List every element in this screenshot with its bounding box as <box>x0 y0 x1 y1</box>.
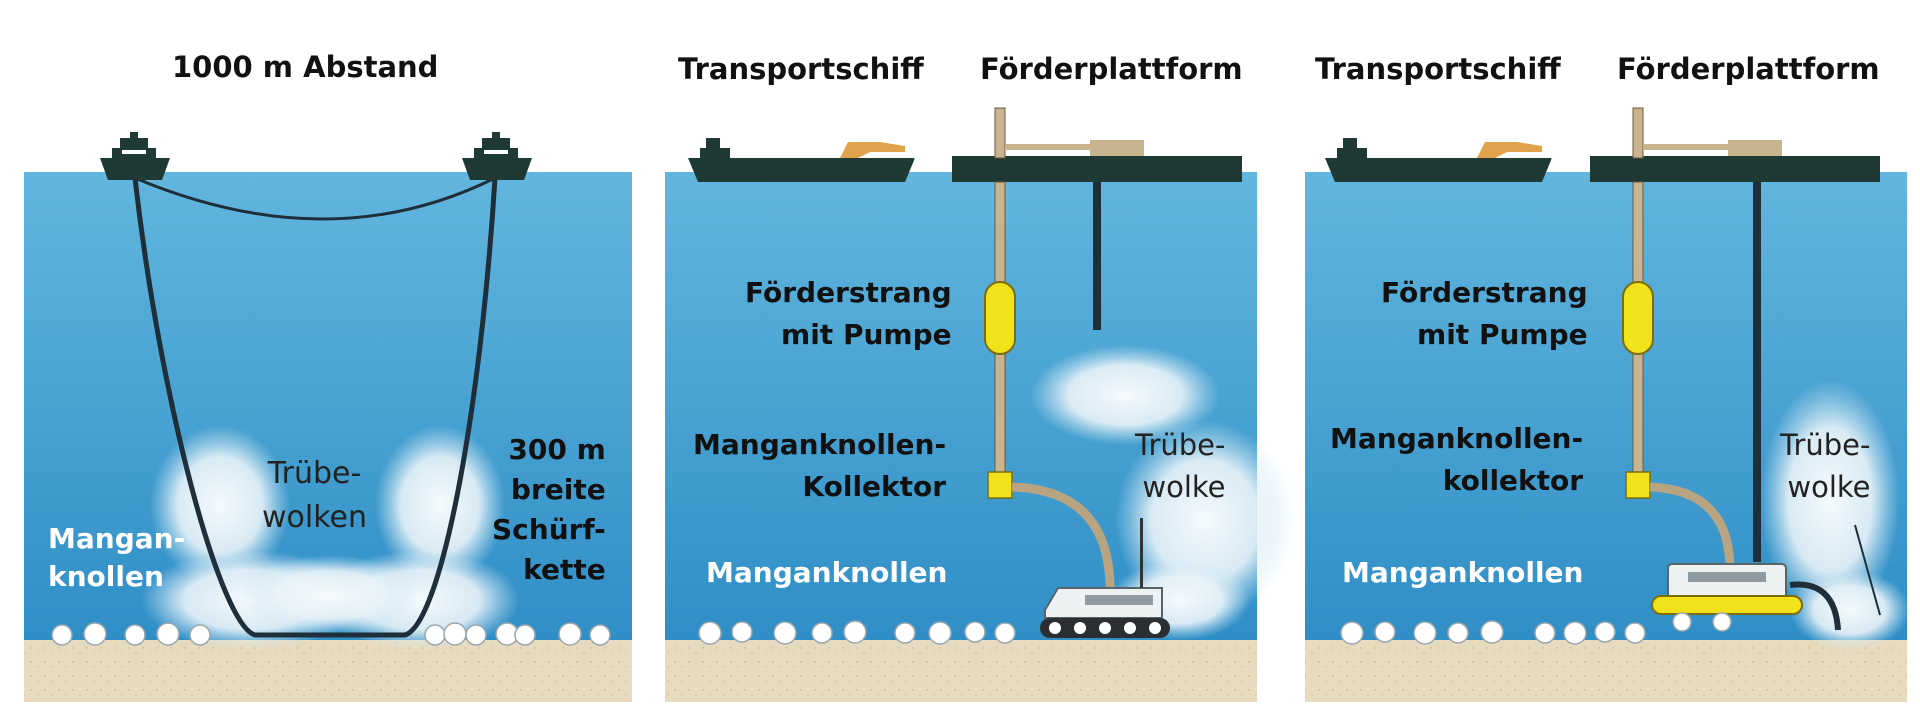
panel-2-seabed <box>665 640 1257 702</box>
panel-1-seabed <box>24 640 632 702</box>
panel-3-riser-label: Förderstrang mit Pumpe <box>1381 272 1588 356</box>
panel-3-collector <box>1651 524 1881 631</box>
panel-1-dredge-chain <box>132 177 498 638</box>
panel-1-cable-top <box>134 176 496 221</box>
panel-2-cloud-label-line-2: wolke <box>1142 470 1226 504</box>
panel-3-pump <box>1622 281 1654 355</box>
panel-3-transport-ship <box>1325 138 1593 182</box>
panel-1-nodules-label: Mangan- knollen <box>48 520 185 596</box>
panel-1-chain-label-line-1: 300 m <box>508 433 606 466</box>
panel-1-title: 1000 m Abstand <box>172 50 439 84</box>
panel-3-collector-label-line-1: Manganknollen- <box>1330 422 1584 455</box>
panel-2-riser-label: Förderstrang mit Pumpe <box>745 272 952 356</box>
panel-1-nodules <box>51 622 611 646</box>
panel-3-cloud-label: Trübe- wolke <box>1780 424 1870 508</box>
panel-2-riser-label-line-2: mit Pumpe <box>781 318 952 351</box>
panel-2-riser-label-line-1: Förderstrang <box>745 276 952 309</box>
panel-3-cloud-label-line-2: wolke <box>1787 470 1871 504</box>
panel-2-cloud-label: Trübe- wolke <box>1135 424 1225 508</box>
panel-2-ship-title: Transportschiff <box>678 52 924 86</box>
panel-3-collector-label-line-2: kollektor <box>1442 464 1584 497</box>
panel-3-nodules <box>1340 612 1732 645</box>
panel-2-collector-label-line-2: Kollektor <box>802 470 947 503</box>
panel-1-turbidity-clouds <box>140 425 520 650</box>
panel-3-ship-title: Transportschiff <box>1315 52 1561 86</box>
panel-2-collector-label-line-1: Manganknollen- <box>693 428 947 461</box>
panel-3-riser-label-line-2: mit Pumpe <box>1417 318 1588 351</box>
panel-2-hose <box>1011 482 1115 591</box>
panel-2-collector-head <box>987 471 1013 499</box>
panel-1-chain-label-line-2: breite <box>510 473 606 506</box>
panel-1-ship-right <box>462 132 532 180</box>
panel-3-platform <box>1590 107 1880 562</box>
panel-2-collector-label: Manganknollen- Kollektor <box>693 424 946 508</box>
panel-3-platform-title: Förderplattform <box>1617 52 1880 86</box>
panel-3-seabed <box>1305 640 1907 702</box>
panel-2-nodules <box>698 620 1016 645</box>
panel-2-transport-ship <box>688 138 956 182</box>
panel-3-hose <box>1649 482 1735 571</box>
panel-1-ship-left <box>100 132 170 180</box>
panel-3-collector-head <box>1625 471 1651 499</box>
panel-3-collector-label: Manganknollen- kollektor <box>1330 418 1583 502</box>
panel-1-nodules-label-line-2: knollen <box>48 560 164 593</box>
panel-1-nodules-label-line-1: Mangan- <box>48 522 186 555</box>
panel-1-clouds-label-line-1: Trübe- <box>267 456 362 491</box>
panel-1-chain-label: 300 m breite Schürf- kette <box>492 430 606 590</box>
panel-2-nodules-label: Manganknollen <box>706 556 948 589</box>
panel-2-pump <box>984 281 1016 355</box>
panel-2-cloud-label-line-1: Trübe- <box>1135 428 1226 462</box>
panel-1-chain-label-line-4: kette <box>523 553 606 586</box>
panel-3-cloud-label-line-1: Trübe- <box>1780 428 1871 462</box>
panel-2-crawler <box>1040 518 1170 638</box>
panel-3-nodules-label: Manganknollen <box>1342 556 1584 589</box>
panel-2-platform <box>952 107 1242 330</box>
panel-2-platform-title: Förderplattform <box>980 52 1243 86</box>
panel-1-chain-label-line-3: Schürf- <box>492 513 606 546</box>
panel-1-clouds-label-line-2: wolken <box>262 500 367 535</box>
panel-1-clouds-label: Trübe- wolken <box>262 452 367 540</box>
panel-3-riser-label-line-1: Förderstrang <box>1381 276 1588 309</box>
